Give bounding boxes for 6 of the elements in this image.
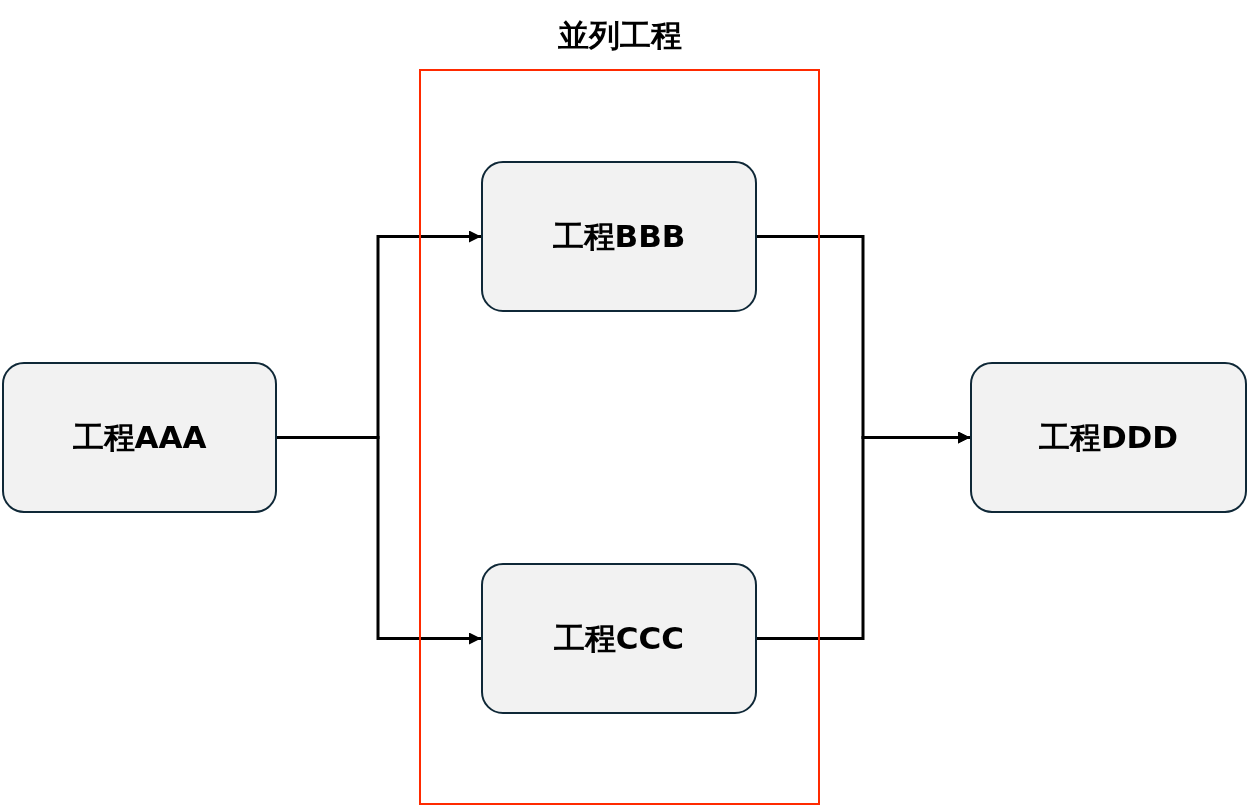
arrow: [757, 431, 970, 640]
process-box: 工程BBB: [481, 161, 757, 312]
process-box: 工程AAA: [2, 362, 277, 513]
group-heading: 並列工程: [556, 16, 683, 55]
process-box: 工程DDD: [970, 362, 1247, 513]
process-box: 工程CCC: [481, 563, 757, 714]
